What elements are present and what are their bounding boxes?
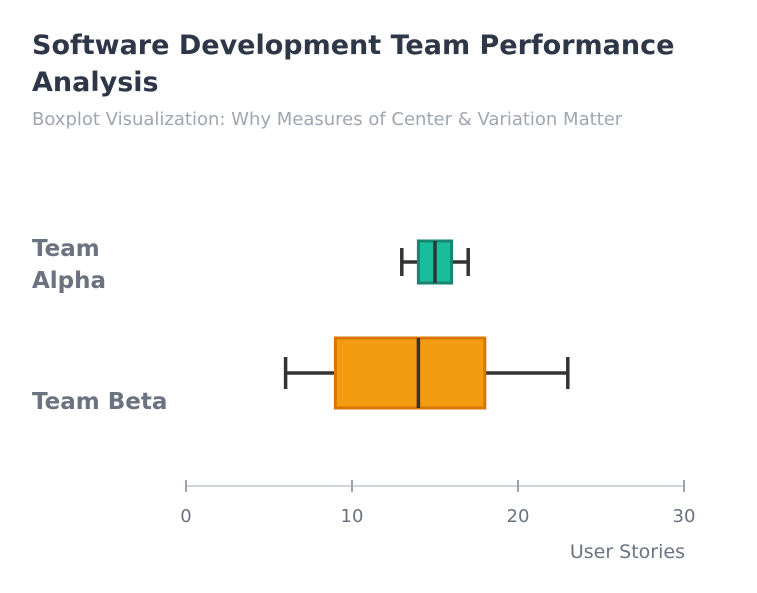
iqr-box: [333, 336, 487, 410]
category-label: Alpha: [32, 268, 106, 294]
chart-title: Software Development Team Performance An…: [32, 30, 675, 98]
box-group: [283, 336, 570, 410]
box-group: [400, 239, 470, 285]
x-axis: 0 10 20 30: [180, 480, 695, 527]
x-axis-title: User Stories: [570, 541, 685, 563]
category-label: Team: [32, 236, 100, 262]
x-tick-label: 30: [673, 506, 696, 527]
boxplot-series: [283, 239, 570, 410]
category-label: Team Beta: [32, 389, 167, 415]
chart-subtitle: Boxplot Visualization: Why Measures of C…: [32, 109, 623, 130]
x-tick-label: 0: [180, 506, 191, 527]
x-tick-label: 20: [507, 506, 530, 527]
x-tick-label: 10: [341, 506, 364, 527]
